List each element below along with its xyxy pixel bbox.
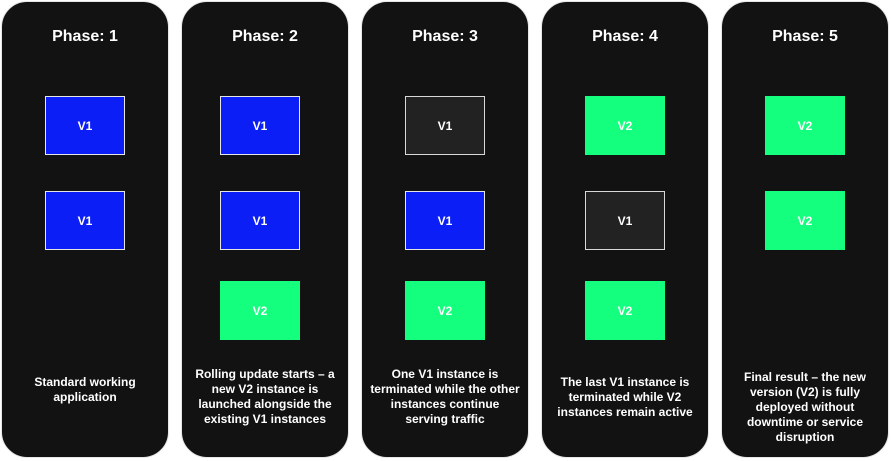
phase-1-panel: Phase: 1 V1 V1 Standard working applicat… [1, 1, 169, 458]
phase-2-panel: Phase: 2 V1 V1 V2 Rolling update starts … [181, 1, 349, 458]
phase-3-title: Phase: 3 [412, 28, 478, 45]
phase-4-instance-3: V2 [585, 281, 665, 340]
phase-2-title: Phase: 2 [232, 28, 298, 45]
phase-2-description: Rolling update starts – a new V2 instanc… [195, 367, 335, 426]
phase-4-instance-2: V1 [585, 191, 665, 250]
phase-4-description: The last V1 instance is terminated while… [557, 375, 693, 419]
phase-4-instance-1: V2 [585, 96, 665, 155]
phase-1-description: Standard working application [34, 375, 136, 404]
phase-5-instance-2: V2 [765, 191, 845, 250]
phase-2-instance-1: V1 [220, 96, 300, 155]
phase-5-panel: Phase: 5 V2 V2 Final result – the new ve… [721, 1, 889, 458]
phase-1-instance-1: V1 [45, 96, 125, 155]
phase-2-instance-2: V1 [220, 191, 300, 250]
phase-3-instance-2: V1 [405, 191, 485, 250]
phase-1-instance-2: V1 [45, 191, 125, 250]
phase-3-instance-3: V2 [405, 281, 485, 340]
phase-3-panel: Phase: 3 V1 V1 V2 One V1 instance is ter… [361, 1, 529, 458]
phase-5-instance-1: V2 [765, 96, 845, 155]
phase-5-description: Final result – the new version (V2) is f… [743, 370, 867, 444]
phase-2-instance-3: V2 [220, 281, 300, 340]
phase-4-title: Phase: 4 [592, 28, 658, 45]
phase-5-title: Phase: 5 [772, 28, 838, 45]
phase-3-description: One V1 instance is terminated while the … [370, 367, 520, 426]
phase-1-title: Phase: 1 [52, 28, 118, 45]
phase-3-instance-1: V1 [405, 96, 485, 155]
phase-4-panel: Phase: 4 V2 V1 V2 The last V1 instance i… [541, 1, 709, 458]
